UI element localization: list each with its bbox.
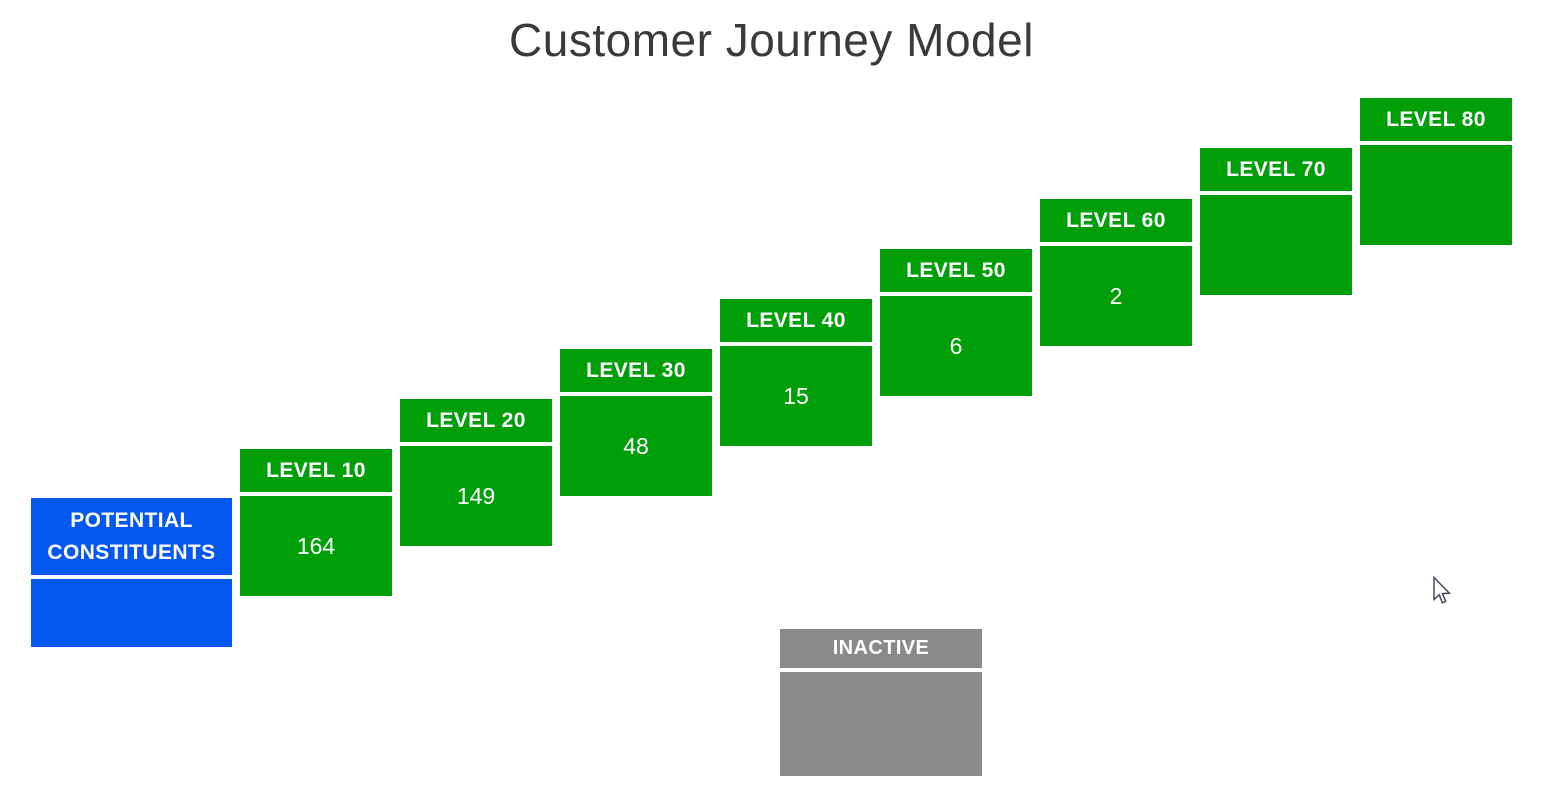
stage-body: [780, 672, 982, 776]
stage-level-40[interactable]: LEVEL 40 15: [720, 299, 872, 446]
stage-value: 149: [456, 482, 496, 509]
stage-body: 48: [560, 396, 712, 496]
stage-level-30[interactable]: LEVEL 30 48: [560, 349, 712, 496]
stage-level-60[interactable]: LEVEL 60 2: [1040, 199, 1192, 346]
stage-header: LEVEL 30: [560, 349, 712, 392]
stage-body: [31, 579, 232, 647]
stage-value: 6: [949, 332, 963, 359]
stage-header: LEVEL 40: [720, 299, 872, 342]
stage-inactive[interactable]: INACTIVE: [780, 629, 982, 776]
stage-body: 15: [720, 346, 872, 446]
stage-value: 48: [623, 432, 649, 459]
stage-body: [1200, 195, 1352, 295]
stage-body: 149: [400, 446, 552, 546]
mouse-cursor-icon: [1433, 576, 1452, 604]
stage-potential-constituents[interactable]: POTENTIAL CONSTITUENTS: [31, 498, 232, 647]
stage-level-70[interactable]: LEVEL 70: [1200, 148, 1352, 295]
stage-body: [1360, 145, 1512, 245]
stage-label: LEVEL 50: [906, 258, 1006, 282]
stage-value: 2: [1109, 282, 1123, 309]
stage-label: LEVEL 60: [1066, 208, 1166, 232]
stage-level-20[interactable]: LEVEL 20 149: [400, 399, 552, 546]
stage-header: LEVEL 20: [400, 399, 552, 442]
stage-label: LEVEL 70: [1226, 157, 1326, 181]
stage-header: LEVEL 60: [1040, 199, 1192, 242]
stage-header: LEVEL 50: [880, 249, 1032, 292]
stage-header: INACTIVE: [780, 629, 982, 668]
stage-value: 164: [296, 532, 336, 559]
stage-header: LEVEL 10: [240, 449, 392, 492]
stage-level-80[interactable]: LEVEL 80: [1360, 98, 1512, 245]
stage-header: LEVEL 80: [1360, 98, 1512, 141]
stage-label: LEVEL 10: [266, 458, 366, 482]
chart-title: Customer Journey Model: [509, 14, 1034, 66]
stage-body: 2: [1040, 246, 1192, 346]
stage-level-50[interactable]: LEVEL 50 6: [880, 249, 1032, 396]
stage-label: LEVEL 80: [1386, 107, 1486, 131]
stage-header: POTENTIAL CONSTITUENTS: [31, 498, 232, 575]
stage-label: LEVEL 40: [746, 308, 846, 332]
stage-body: 164: [240, 496, 392, 596]
stage-label: INACTIVE: [832, 637, 930, 659]
stage-header: LEVEL 70: [1200, 148, 1352, 191]
stage-label: LEVEL 20: [426, 408, 526, 432]
stage-label: LEVEL 30: [586, 358, 686, 382]
stage-value: 15: [783, 382, 809, 409]
stage-level-10[interactable]: LEVEL 10 164: [240, 449, 392, 596]
stage-body: 6: [880, 296, 1032, 396]
stage-label: POTENTIAL CONSTITUENTS: [47, 508, 216, 564]
